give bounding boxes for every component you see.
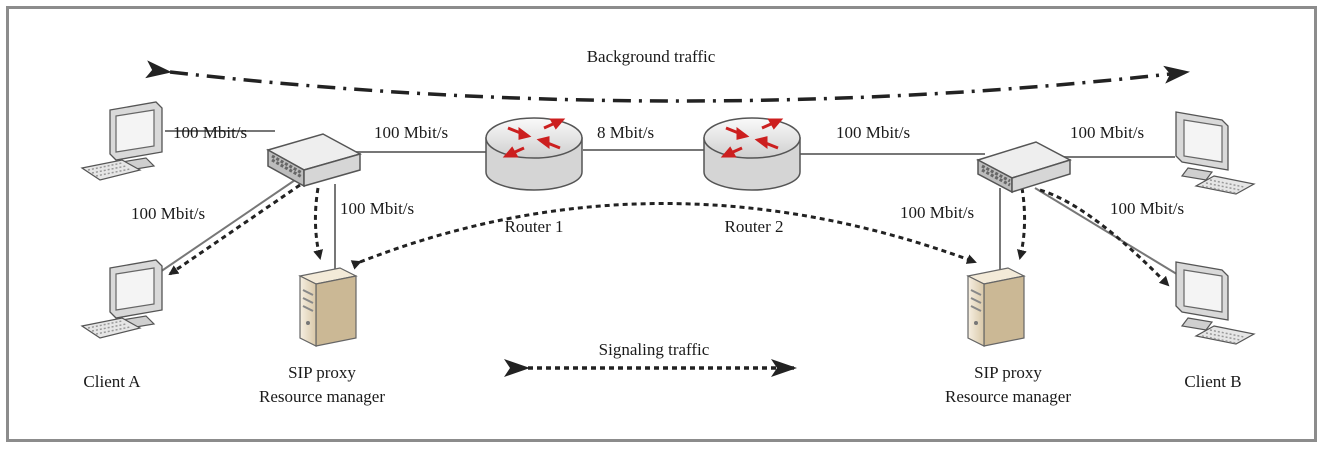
computer-client-a — [80, 259, 163, 339]
client-a-label: Client A — [83, 372, 141, 391]
server-right — [966, 267, 1026, 347]
client-b-label: Client B — [1184, 372, 1242, 391]
router2-label: Router 2 — [724, 217, 784, 236]
router1-label: Router 1 — [504, 217, 564, 236]
signaling-arrows — [168, 183, 1170, 377]
link-label-switch-right-client-b: 100 Mbit/s — [1110, 199, 1185, 218]
resource-manager-right-label: Resource manager — [944, 387, 1072, 406]
router-1 — [485, 117, 583, 191]
router-2 — [703, 117, 801, 191]
link-label-pc-a1-switch-left: 100 Mbit/s — [173, 123, 248, 142]
signaling-traffic-label: Signaling traffic — [598, 340, 710, 359]
link-label-router1-router2: 8 Mbit/s — [597, 123, 655, 142]
link-label-switch-left-client-a: 100 Mbit/s — [131, 204, 206, 223]
link-switch-left-client-a — [159, 177, 299, 273]
sip-proxy-left-label: SIP proxy — [288, 363, 356, 382]
link-label-switch-left-router1: 100 Mbit/s — [374, 123, 449, 142]
link-label-switch-right-server-right: 100 Mbit/s — [900, 203, 975, 222]
signal-server-to-server — [350, 202, 977, 270]
switch-right — [976, 141, 1072, 194]
signal-switch-left-server-left — [313, 187, 323, 260]
link-switch-right-client-b — [1034, 187, 1181, 277]
link-label-switch-right-pc-b1: 100 Mbit/s — [1070, 123, 1145, 142]
sip-proxy-right-label: SIP proxy — [974, 363, 1042, 382]
signal-switch-right-client-b — [1039, 188, 1170, 287]
computer-a1 — [80, 101, 163, 181]
switch-left — [266, 133, 362, 188]
links — [159, 130, 1181, 277]
signal-switch-left-client-a — [168, 183, 301, 276]
resource-manager-left-label: Resource manager — [258, 387, 386, 406]
computer-b1 — [1175, 111, 1256, 195]
link-label-switch-left-server-left: 100 Mbit/s — [340, 199, 415, 218]
background-traffic-label: Background traffic — [586, 47, 716, 66]
link-label-router2-switch-right: 100 Mbit/s — [836, 123, 911, 142]
background-traffic-arrow — [145, 60, 1190, 103]
signal-switch-right-server-right — [1017, 187, 1027, 260]
computer-client-b — [1175, 261, 1256, 345]
server-left — [298, 267, 358, 347]
